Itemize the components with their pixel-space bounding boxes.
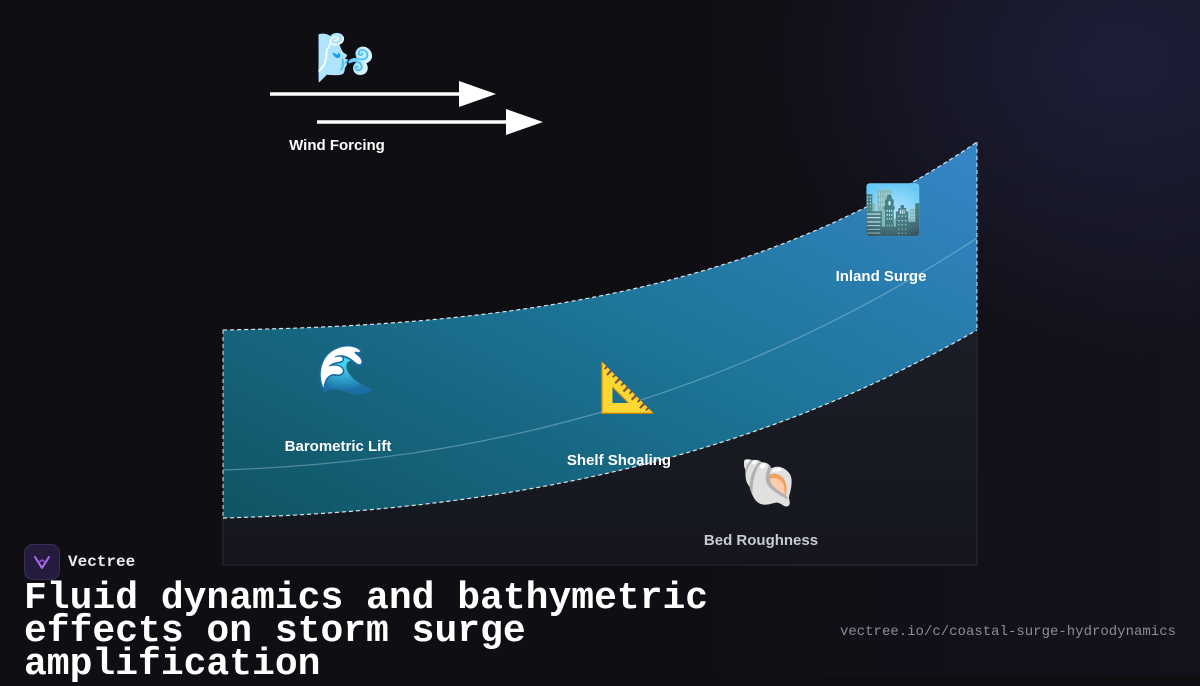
surge-water-band — [223, 142, 977, 518]
cityscape-icon: 🏙️ — [863, 182, 923, 238]
wind-arrow-upper — [270, 81, 496, 107]
shelf-shoaling-label: Shelf Shoaling — [566, 452, 672, 469]
brand: Vectree — [24, 544, 135, 580]
shell-icon: 🐚 — [739, 455, 799, 511]
source-url: vectree.io/c/coastal-surge-hydrodynamics — [839, 624, 1176, 640]
wind-forcing-label: Wind Forcing — [289, 137, 385, 154]
page-title: Fluid dynamics and bathymetric effects o… — [24, 577, 709, 686]
barometric-lift-label: Barometric Lift — [284, 438, 392, 455]
bed-roughness-label: Bed Roughness — [703, 532, 819, 549]
surge-midline — [222, 237, 978, 471]
triangular-ruler-icon: 📐 — [598, 360, 658, 416]
wind-arrow-lower — [317, 109, 543, 135]
wind-face-icon: 🌬️ — [315, 30, 375, 86]
surge-top-outline — [222, 141, 978, 331]
inland-surge-label: Inland Surge — [835, 268, 927, 285]
vectree-logo-icon — [24, 544, 60, 580]
brand-name: Vectree — [68, 553, 136, 571]
water-wave-icon: 🌊 — [316, 342, 376, 398]
